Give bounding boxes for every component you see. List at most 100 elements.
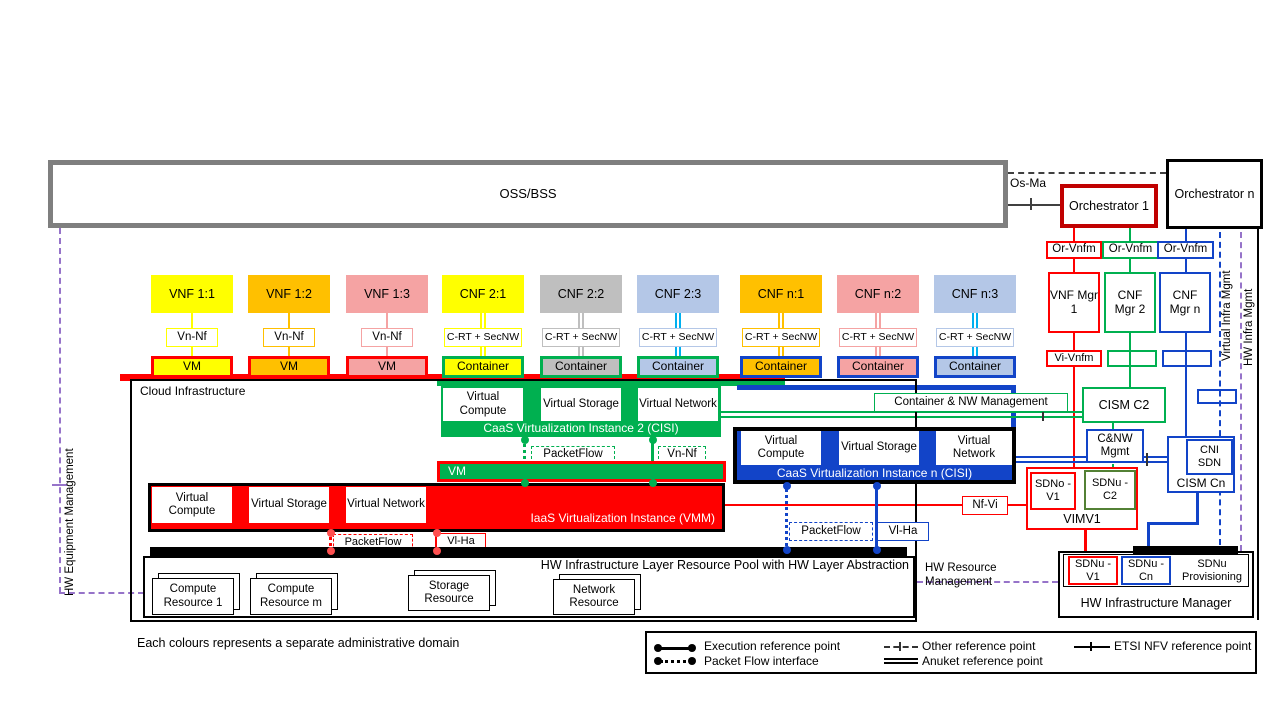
nf-vi-label: Nf-Vi [962, 496, 1008, 515]
cnf-2-1-ref-label: C-RT + SecNW [444, 328, 522, 347]
sdnu-provisioning-bar [1133, 546, 1238, 555]
caas2-cism-anuket-tick [1042, 408, 1044, 421]
vnf-1-3-vm-box: VM [346, 356, 428, 378]
virtual-infra-mgmt-dashed-line [1219, 232, 1221, 545]
legend-packet-flow-label: Packet Flow interface [704, 654, 819, 668]
cism-cn-label: CISM Cn [1176, 475, 1226, 490]
or-vi-empty-box-blue [1197, 389, 1237, 404]
exec-dot-blue [873, 482, 881, 490]
etsi-ref-icon [1074, 646, 1110, 648]
sdnu-c2-box: SDNu -C2 [1084, 470, 1136, 510]
other-ref-icon-tick [899, 642, 901, 651]
admin-domain-note: Each colours represents a separate admin… [137, 636, 460, 650]
caasn-title: CaaS Virtualization Instance n (CISI) [776, 465, 973, 480]
etsi-ref-icon-tick [1090, 642, 1092, 651]
oss-orchestrator-n-dashed-line [1008, 172, 1166, 174]
exec-dot-green [521, 479, 529, 487]
compute-resource-1-box: Compute Resource 1 [152, 578, 234, 615]
cnf-n-3-ref-label: C-RT + SecNW [936, 328, 1014, 347]
vnf-mgr-1-box: VNF Mgr 1 [1048, 272, 1100, 333]
packet-flow-icon-dot [688, 657, 696, 665]
exec-dot-red [327, 529, 335, 537]
exec-dot-blue [783, 546, 791, 554]
cnf-2-1-container-box: Container [442, 356, 524, 378]
cism-c2-box: CISM C2 [1082, 387, 1166, 423]
exec-dot-red [433, 529, 441, 537]
exec-dot-red [433, 547, 441, 555]
sdno-v1-box: SDNo -V1 [1030, 472, 1076, 510]
os-ma-line [1008, 204, 1060, 206]
cnf-n-1-ref-label: C-RT + SecNW [742, 328, 820, 347]
legend-box [645, 631, 1257, 674]
hw-layer-abstraction-bar [150, 547, 907, 556]
caasn-virtual-storage: Virtual Storage [839, 431, 919, 465]
cism-cn-sdnu-blue-line-v2 [1147, 522, 1150, 556]
or-vnfm-label-3: Or-Vnfm [1157, 241, 1214, 259]
cnf-n-1-box: CNF n:1 [740, 275, 822, 313]
vnf-1-1-vm-box: VM [151, 356, 233, 378]
cnf-n-3-box: CNF n:3 [934, 275, 1016, 313]
caasn-packetflow-dotted-line [785, 484, 788, 551]
iaas-virtual-compute: Virtual Compute [152, 487, 232, 523]
legend-etsi-label: ETSI NFV reference point [1114, 639, 1252, 653]
caas2-title: CaaS Virtualization Instance 2 (CISI) [483, 421, 679, 436]
hw-resource-mgmt-caption: HW Resource Management [925, 562, 997, 589]
anuket-ref-icon [884, 658, 918, 664]
caasn-virtual-network: Virtual Network [936, 431, 1012, 465]
caas2-virtual-compute: Virtual Compute [443, 388, 523, 421]
compute-resource-m-box: Compute Resource m [250, 578, 332, 615]
os-ma-label: Os-Ma [1010, 176, 1046, 190]
caasn-virtual-compute: Virtual Compute [741, 431, 821, 465]
orchestrator-1-box: Orchestrator 1 [1060, 184, 1158, 228]
sdnu-cn-box: SDNu -Cn [1121, 556, 1171, 585]
caasn-vlha-line [875, 484, 878, 551]
hw-infra-mgmt-dashed-line [1240, 232, 1242, 551]
cism-cn-sdnu-blue-line-h [1147, 522, 1199, 525]
container-blue-rail [737, 385, 1016, 390]
cnf-mgr-n-box: CNF Mgr n [1159, 272, 1211, 333]
cnf-n-1-container-box: Container [740, 356, 822, 378]
caasn-vlha-label: Vl-Ha [877, 522, 929, 541]
caas2-virtual-storage: Virtual Storage [541, 388, 621, 421]
container-nw-mgmt-label: Container & NW Management [874, 393, 1068, 412]
network-resource-box: Network Resource [553, 579, 635, 615]
caasn-packetflow-label: PacketFlow [789, 522, 873, 541]
hw-equipment-mgmt-caption: HW Equipment Management [64, 448, 76, 596]
hw-infra-manager-label: HW Infrastructure Manager [1080, 595, 1232, 610]
cnf-2-2-container-box: Container [540, 356, 622, 378]
vim-sdnu-red-line [1084, 530, 1087, 556]
vi-vnfm-empty-box-blue [1162, 350, 1212, 367]
iaas-box [148, 483, 725, 532]
legend-execution-label: Execution reference point [704, 639, 841, 653]
cloud-infrastructure-label: Cloud Infrastructure [140, 384, 246, 398]
vi-vnfm-label: Vi-Vnfm [1046, 350, 1102, 367]
cnf-n-3-container-box: Container [934, 356, 1016, 378]
cnf-2-1-box: CNF 2:1 [442, 275, 524, 313]
other-ref-icon [884, 646, 918, 648]
legend-other-label: Other reference point [922, 639, 1036, 653]
caasn-cism-anuket-tick [1146, 453, 1148, 466]
storage-resource-box: Storage Resource [408, 575, 490, 611]
vim-box [1026, 467, 1138, 530]
sdnu-provisioning-label: SDNu Provisioning [1182, 557, 1242, 583]
vnf-1-2-vm-box: VM [248, 356, 330, 378]
hw-equipment-mgmt-tick [52, 484, 67, 486]
exec-dot-blue [873, 546, 881, 554]
packet-flow-icon [660, 660, 692, 663]
caas2-cism-anuket-line [721, 411, 1082, 418]
sdnu-v1-box: SDNu -V1 [1068, 556, 1118, 585]
hw-resource-mgmt-dashed-line [917, 581, 1058, 583]
vim-label: VIMV1 [1063, 511, 1101, 526]
vnfm-line-red [1073, 228, 1075, 467]
oss-bss-box: OSS/BSS [48, 160, 1008, 228]
iaas-title: IaaS Virtualization Instance (VMM) [530, 511, 715, 525]
cnf-mgr-2-box: CNF Mgr 2 [1104, 272, 1156, 333]
execution-ref-icon [658, 647, 694, 650]
container-green-rail [437, 381, 785, 386]
cni-sdn-box: CNI SDN [1186, 439, 1233, 475]
execution-ref-icon-dot [688, 644, 696, 652]
cnf-n-2-box: CNF n:2 [837, 275, 919, 313]
exec-dot-blue [783, 482, 791, 490]
cnw-mgmt-box: C&NW Mgmt [1086, 429, 1144, 463]
